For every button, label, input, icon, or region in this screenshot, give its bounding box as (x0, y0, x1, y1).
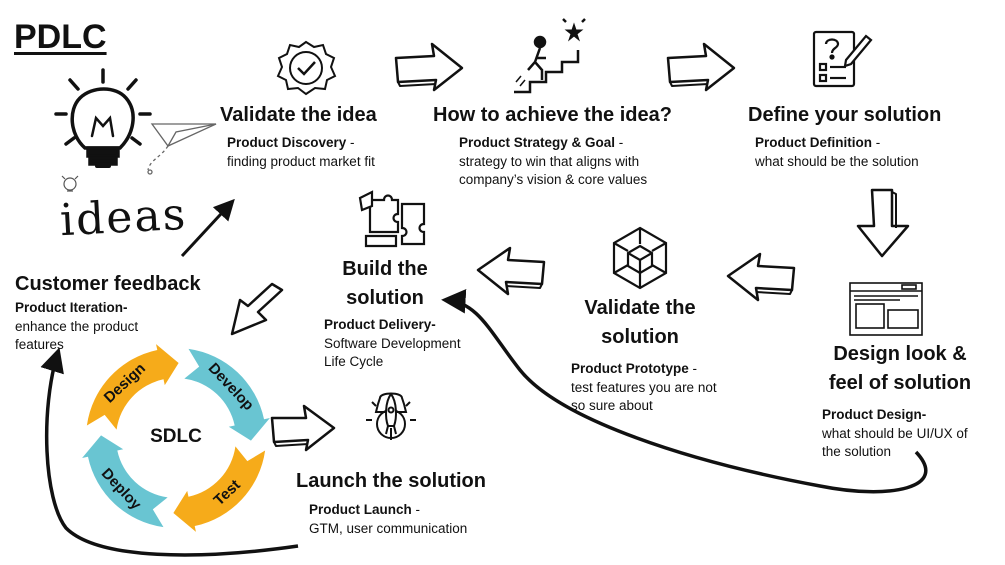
lightbulb-icon (54, 68, 152, 168)
define-solution-heading: Define your solution (748, 104, 942, 126)
customer-feedback-description: enhance the product features (15, 319, 139, 352)
block-arrow-down (856, 188, 910, 258)
design-look-heading: Design look &feel of solution (828, 343, 972, 394)
achieve-idea-subtitle: Product Strategy & Goal - (459, 135, 624, 150)
validate-idea-description: finding product market fit (227, 154, 375, 169)
curve-arrow-launch-to-feedback (40, 347, 299, 557)
page-title: PDLC (14, 18, 107, 56)
rocket-gear-icon (366, 392, 416, 440)
browser-window-icon (849, 282, 923, 336)
paper-plane-icon (147, 123, 217, 175)
define-solution-description: what should be the solution (755, 154, 919, 169)
ideas-label: ideas (58, 188, 189, 247)
block-arrow-left-1 (726, 252, 796, 302)
achieve-idea-description: strategy to win that aligns with company… (459, 154, 648, 187)
block-arrow-left-2 (476, 246, 546, 296)
puzzle-icon (358, 190, 426, 248)
block-arrow-right-2 (666, 42, 736, 92)
sdlc-segment-deploy (82, 435, 168, 528)
validate-idea-heading: Validate the idea (220, 104, 377, 126)
customer-feedback-heading: Customer feedback (15, 273, 201, 295)
design-look-subtitle: Product Design- (822, 407, 927, 422)
define-solution-subtitle: Product Definition - (755, 135, 881, 150)
validate-idea-subtitle: Product Discovery - (227, 135, 355, 150)
block-arrow-down-left (230, 282, 284, 336)
block-arrow-right-1 (394, 42, 464, 92)
design-look-description: what should be UI/UX of the solution (822, 426, 968, 459)
badge-check-icon (276, 40, 337, 96)
small-lightbulb-icon (61, 175, 79, 192)
build-solution-description: Software Development Life Cycle (324, 336, 461, 369)
stairs-goal-icon (514, 18, 586, 94)
build-solution-subtitle: Product Delivery- (324, 317, 436, 332)
cube-box-icon (612, 226, 668, 290)
customer-feedback-subtitle: Product Iteration- (15, 300, 128, 315)
validate-solution-description: test features you are not so sure about (571, 380, 717, 413)
checklist-pencil-icon (812, 30, 873, 88)
arrow-feedback-to-ideas (180, 198, 235, 258)
sdlc-segment-design (86, 344, 179, 430)
curve-arrow-design-to-build (441, 289, 928, 494)
launch-solution-subtitle: Product Launch - (309, 502, 421, 517)
sdlc-segment-develop (184, 348, 270, 441)
block-arrow-right-3 (270, 404, 336, 452)
launch-solution-description: GTM, user communication (309, 521, 468, 536)
sdlc-segment-test (173, 446, 266, 532)
achieve-idea-heading: How to achieve the idea? (433, 104, 672, 126)
launch-solution-heading: Launch the solution (296, 470, 486, 492)
validate-solution-subtitle: Product Prototype - (571, 361, 698, 376)
sdlc-center-label: SDLC (150, 426, 202, 447)
